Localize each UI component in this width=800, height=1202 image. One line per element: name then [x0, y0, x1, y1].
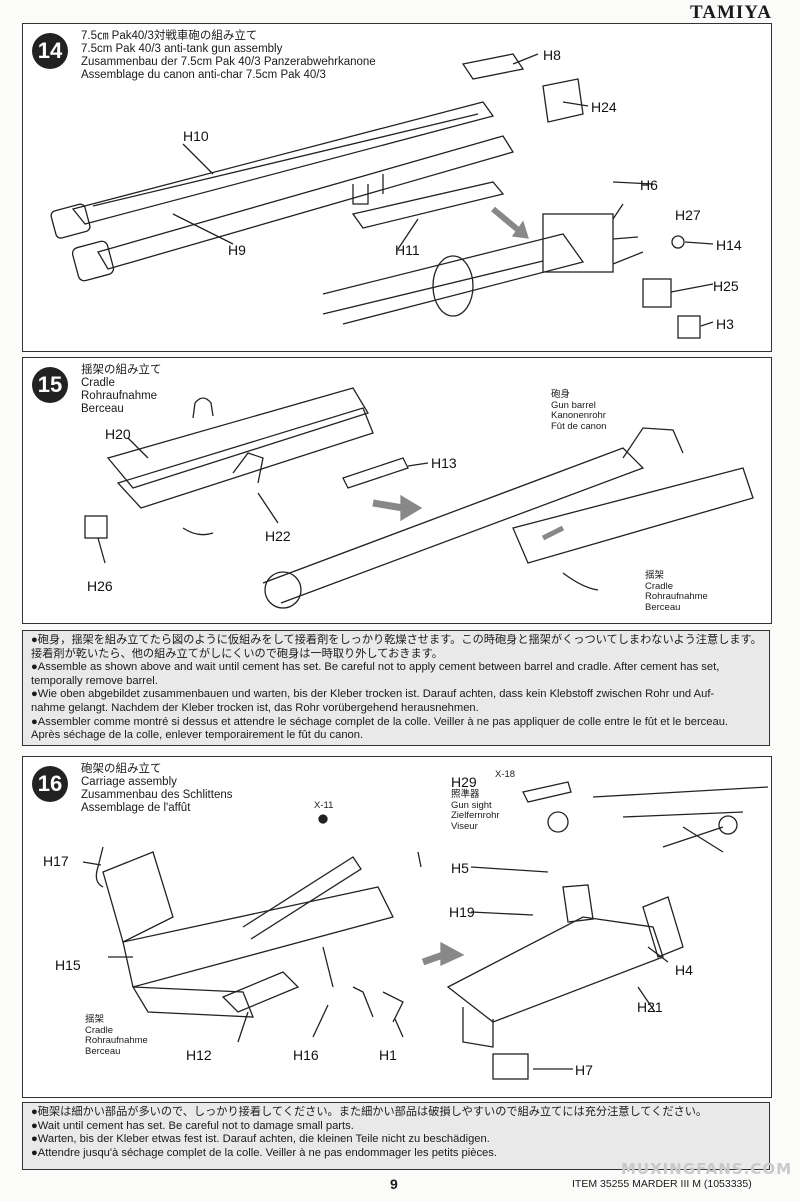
part-label-h3: H3 — [716, 316, 734, 332]
step-number: 14 — [32, 33, 68, 69]
page-number: 9 — [390, 1176, 398, 1192]
item-info: ITEM 35255 MARDER III M (1053335) — [572, 1178, 752, 1190]
part-label-h25: H25 — [713, 278, 739, 294]
step-16-drawing — [82, 781, 769, 1080]
step-15-panel: 15 揺架の組み立て Cradle Rohraufnahme Berceau H… — [22, 357, 772, 624]
step-number: 16 — [32, 766, 68, 802]
step-15-drawing — [84, 387, 754, 609]
part-label-h27: H27 — [675, 207, 701, 223]
cradle-label: 揺架 Cradle Rohraufnahme Berceau — [645, 570, 708, 613]
assembly-note: ●砲身，揺架を組み立てたら図のように仮組みをして接着剤をしっかり乾燥させます。こ… — [22, 630, 770, 746]
part-label-h11: H11 — [395, 242, 420, 258]
step-title: 揺架の組み立て Cradle Rohraufnahme Berceau — [81, 364, 162, 415]
step-14-panel: 14 7.5㎝ Pak40/3対戦車砲の組み立て 7.5cm Pak 40/3 … — [22, 23, 772, 352]
part-label-h16: H16 — [293, 1047, 319, 1063]
brand-logo: TAMIYA — [689, 2, 772, 23]
part-label-h10: H10 — [183, 128, 209, 144]
part-label-h19: H19 — [449, 904, 475, 920]
part-label-h1: H1 — [379, 1047, 397, 1063]
part-label-h14: H14 — [716, 237, 742, 253]
gun-barrel-label: 砲身 Gun barrel Kanonenrohr Fût de canon — [551, 389, 607, 432]
step-title: 7.5㎝ Pak40/3対戦車砲の組み立て 7.5cm Pak 40/3 ant… — [81, 30, 376, 81]
part-label-h15: H15 — [55, 957, 81, 973]
part-label-h12: H12 — [186, 1047, 212, 1063]
part-label-h24: H24 — [591, 99, 617, 115]
part-label-h20: H20 — [105, 426, 131, 442]
cradle-label: 揺架 Cradle Rohraufnahme Berceau — [85, 1014, 148, 1057]
gun-sight-label: 照準器 Gun sight Zielfernrohr Viseur — [451, 789, 500, 832]
paint-code-x11: X-11 — [314, 800, 334, 811]
step-14-drawing — [50, 53, 714, 339]
part-label-h21: H21 — [637, 999, 663, 1015]
carriage-note: ●砲架は細かい部品が多いので、しっかり接着してください。また細かい部品は破損しや… — [22, 1102, 770, 1170]
part-label-h8: H8 — [543, 47, 561, 63]
part-label-h5: H5 — [451, 860, 469, 876]
part-label-h9: H9 — [228, 242, 246, 258]
part-label-h29: H29 — [451, 774, 477, 790]
part-label-h26: H26 — [87, 578, 113, 594]
part-label-h13: H13 — [431, 455, 457, 471]
part-label-h7: H7 — [575, 1062, 593, 1078]
paint-code-x18: X-18 — [495, 769, 516, 780]
watermark: MUXINGFANS.COM — [621, 1160, 792, 1178]
part-label-h4: H4 — [675, 962, 693, 978]
step-number: 15 — [32, 367, 68, 403]
step-title: 砲架の組み立て Carriage assembly Zusammenbau de… — [81, 763, 233, 814]
part-label-h22: H22 — [265, 528, 291, 544]
part-label-h17: H17 — [43, 853, 69, 869]
step-16-panel: 16 砲架の組み立て Carriage assembly Zusammenbau… — [22, 756, 772, 1098]
part-label-h6: H6 — [640, 177, 658, 193]
